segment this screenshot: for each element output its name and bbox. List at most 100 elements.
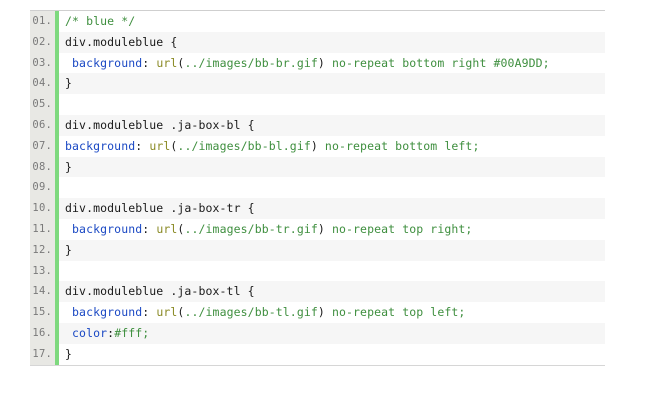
code-line[interactable]: 03. background: url(../images/bb-br.gif)… xyxy=(30,52,605,74)
code-token xyxy=(65,56,72,70)
code-token: { xyxy=(247,201,255,216)
code-token: #fff xyxy=(114,325,143,340)
line-number: 01. xyxy=(30,11,55,32)
code-token: background xyxy=(72,305,143,320)
code-token: ( xyxy=(170,138,178,153)
line-code[interactable]: background: url(../images/bb-bl.gif) no-… xyxy=(59,136,605,157)
line-number: 17. xyxy=(30,343,55,365)
code-token: { xyxy=(170,34,178,49)
code-line[interactable]: 08.} xyxy=(30,156,605,178)
code-line-list: 01./* blue */02.div.moduleblue {03. back… xyxy=(30,11,605,365)
code-line[interactable]: 13. xyxy=(30,260,605,282)
line-number: 12. xyxy=(30,239,55,261)
code-token: no-repeat top left xyxy=(324,305,459,320)
gutter-marker-bar xyxy=(55,73,59,95)
line-code[interactable]: div.moduleblue .ja-box-tl { xyxy=(59,281,605,302)
gutter-marker-bar xyxy=(55,135,59,157)
code-token: background xyxy=(72,55,143,70)
gutter-marker-bar xyxy=(55,239,59,261)
line-code[interactable]: background: url(../images/bb-tr.gif) no-… xyxy=(59,219,605,240)
code-token: div.moduleblue .ja-box-bl xyxy=(65,117,248,132)
code-token: ( xyxy=(177,55,185,70)
code-token: ( xyxy=(177,305,185,320)
code-line[interactable]: 16. color:#fff; xyxy=(30,322,605,344)
code-token: { xyxy=(247,284,255,299)
code-line[interactable]: 12.} xyxy=(30,239,605,261)
line-code[interactable]: } xyxy=(59,344,605,365)
code-token xyxy=(65,326,72,340)
gutter-marker-bar xyxy=(55,156,59,178)
code-line[interactable]: 02.div.moduleblue { xyxy=(30,31,605,53)
line-code[interactable]: /* blue */ xyxy=(59,11,605,32)
code-token: div.moduleblue .ja-box-tl xyxy=(65,284,248,299)
line-code[interactable]: } xyxy=(59,240,605,261)
code-token xyxy=(65,222,72,236)
code-token: color xyxy=(72,325,108,340)
code-token: ) xyxy=(310,138,318,153)
code-token: ; xyxy=(465,221,473,236)
line-code[interactable]: div.moduleblue .ja-box-tr { xyxy=(59,198,605,219)
line-number: 14. xyxy=(30,281,55,303)
code-line[interactable]: 07.background: url(../images/bb-bl.gif) … xyxy=(30,135,605,157)
code-token: } xyxy=(65,346,73,361)
line-code[interactable] xyxy=(59,177,605,198)
line-code[interactable]: } xyxy=(59,157,605,178)
code-token: } xyxy=(65,242,73,257)
code-token xyxy=(65,305,72,319)
line-code[interactable]: background: url(../images/bb-br.gif) no-… xyxy=(59,53,605,74)
code-token: ( xyxy=(177,221,185,236)
code-token: no-repeat bottom right #00A9DD xyxy=(324,55,543,70)
code-line[interactable]: 10.div.moduleblue .ja-box-tr { xyxy=(30,198,605,219)
line-number: 02. xyxy=(30,31,55,53)
gutter-marker-bar xyxy=(55,11,59,32)
code-token: } xyxy=(65,76,73,91)
gutter-marker-bar xyxy=(55,281,59,303)
gutter-marker-bar xyxy=(55,31,59,53)
code-token: ; xyxy=(458,305,466,320)
line-number: 03. xyxy=(30,52,55,74)
code-line[interactable]: 11. background: url(../images/bb-tr.gif)… xyxy=(30,218,605,240)
line-code[interactable]: } xyxy=(59,73,605,94)
line-code[interactable]: div.moduleblue { xyxy=(59,32,605,53)
line-number: 05. xyxy=(30,94,55,115)
code-line[interactable]: 05. xyxy=(30,94,605,115)
code-line[interactable]: 04.} xyxy=(30,73,605,95)
line-code[interactable] xyxy=(59,94,605,115)
code-token: background xyxy=(65,138,136,153)
code-token: ../images/bb-tr.gif xyxy=(184,221,318,236)
code-token: ) xyxy=(317,305,325,320)
code-line[interactable]: 01./* blue */ xyxy=(30,11,605,32)
code-token: ) xyxy=(317,55,325,70)
line-number: 06. xyxy=(30,114,55,136)
line-number: 09. xyxy=(30,177,55,199)
gutter-marker-bar xyxy=(55,302,59,323)
code-token: ../images/bb-bl.gif xyxy=(177,138,311,153)
code-line[interactable]: 09. xyxy=(30,177,605,199)
line-code[interactable] xyxy=(59,261,605,282)
line-code[interactable]: color:#fff; xyxy=(59,323,605,344)
line-number: 04. xyxy=(30,73,55,95)
code-line[interactable]: 14.div.moduleblue .ja-box-tl { xyxy=(30,281,605,303)
gutter-marker-bar xyxy=(55,260,59,282)
gutter-marker-bar xyxy=(55,52,59,74)
code-token: background xyxy=(72,221,143,236)
line-number: 08. xyxy=(30,156,55,178)
line-code[interactable]: background: url(../images/bb-tl.gif) no-… xyxy=(59,302,605,323)
code-token: : xyxy=(142,305,157,320)
code-token: div.moduleblue xyxy=(65,34,171,49)
code-line[interactable]: 17.} xyxy=(30,343,605,365)
code-token: } xyxy=(65,159,73,174)
gutter-marker-bar xyxy=(55,343,59,365)
code-viewer[interactable]: 01./* blue */02.div.moduleblue {03. back… xyxy=(30,10,605,366)
code-token: url xyxy=(156,221,178,236)
code-token: ; xyxy=(472,138,480,153)
gutter-marker-bar xyxy=(55,218,59,240)
gutter-marker-bar xyxy=(55,198,59,219)
code-token: : xyxy=(107,325,115,340)
line-code[interactable]: div.moduleblue .ja-box-bl { xyxy=(59,115,605,136)
code-token: ) xyxy=(317,221,325,236)
code-line[interactable]: 06.div.moduleblue .ja-box-bl { xyxy=(30,114,605,136)
gutter-marker-bar xyxy=(55,177,59,199)
code-token: url xyxy=(156,305,178,320)
code-line[interactable]: 15. background: url(../images/bb-tl.gif)… xyxy=(30,302,605,323)
